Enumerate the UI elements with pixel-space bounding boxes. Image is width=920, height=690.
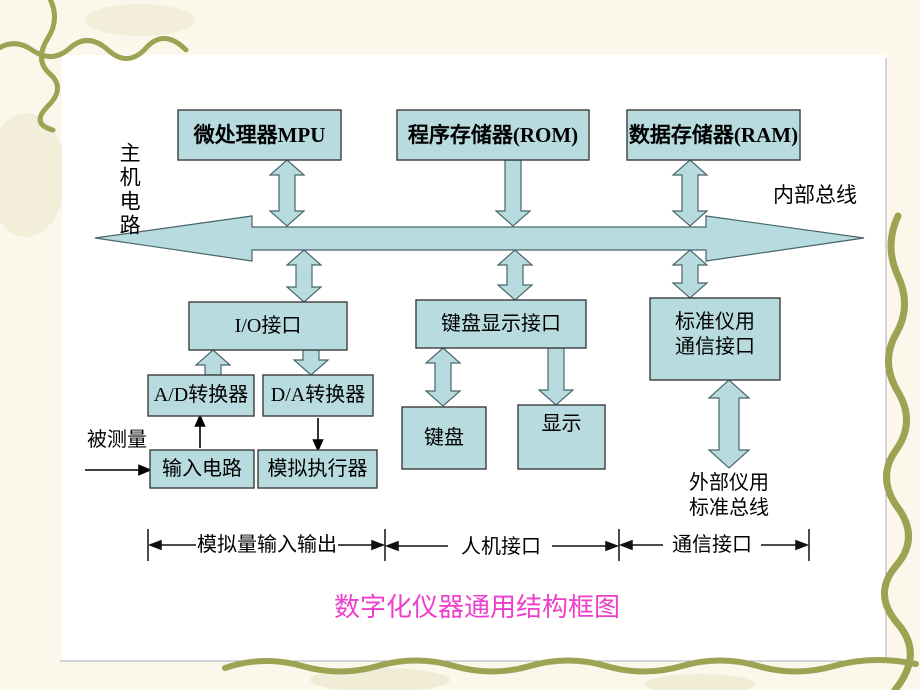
- rom-box: [396, 109, 590, 161]
- bracket-arrow-left-1: [147, 539, 162, 551]
- mpu-bus-double-arrow: [268, 159, 306, 227]
- kbiface-display-down-arrow: [537, 347, 575, 406]
- diagram-boxes: [147, 109, 801, 489]
- connector-arrows: [194, 159, 751, 469]
- io-da-down-arrow: [292, 349, 330, 376]
- rom-box-label: 程序存储器(ROM): [407, 122, 579, 147]
- internal-bus-arrow: [94, 215, 865, 262]
- io-box: [188, 301, 348, 351]
- input-circuit-box: [149, 449, 255, 489]
- kbiface-keyboard-double-arrow: [424, 347, 462, 407]
- external-bus-label: 外部仪用 标准总线: [689, 472, 769, 519]
- da-converter-box: [262, 374, 374, 417]
- kb-display-iface-box: [415, 299, 587, 349]
- da-converter-label: D/A转换器: [270, 384, 366, 406]
- ram-bus-double-arrow: [671, 159, 709, 227]
- bus-double-arrow-shape: [94, 215, 865, 262]
- decor-blob: [645, 674, 755, 690]
- std-comm-iface-box: [649, 297, 781, 381]
- slide-title: 数字化仪器通用结构框图: [333, 592, 620, 622]
- bracket-arrow-right-2: [605, 540, 620, 552]
- section-comm-label: 通信接口: [672, 533, 752, 556]
- bracket-arrow-left-2: [384, 540, 399, 552]
- measured-quantity-arrow-head: [138, 464, 153, 476]
- thin-arrows: [85, 414, 324, 476]
- ram-box-label: 数据存储器(RAM): [628, 122, 799, 147]
- kb-display-iface-label: 键盘显示接口: [441, 312, 561, 335]
- bottom-horizontal-vine: [222, 657, 919, 675]
- input-to-ad-arrow-head: [194, 414, 206, 427]
- io-box-label: I/O接口: [234, 314, 302, 337]
- section-hmi-label: 人机接口: [461, 535, 541, 558]
- display-box-label: 显示: [541, 412, 582, 435]
- bracket-arrow-right-1: [371, 539, 386, 551]
- decor-blob: [0, 113, 66, 237]
- internal-bus-label: 内部总线: [773, 182, 857, 207]
- ad-converter-box: [147, 374, 255, 417]
- top-left-horizontal-vine: [0, 36, 189, 61]
- section-brackets: [147, 529, 810, 561]
- analog-actuator-label: 模拟执行器: [267, 457, 368, 480]
- keyboard-box-label: 键盘: [424, 426, 464, 449]
- rom-bus-down-arrow: [494, 159, 532, 227]
- section-analog-io-label: 模拟量输入输出: [197, 533, 337, 556]
- top-left-vertical-vine: [37, 0, 60, 133]
- host-circuit-label: 主机电路: [117, 142, 142, 238]
- mpu-box: [177, 109, 342, 161]
- std-comm-iface-label: 标准仪用 通信接口: [675, 311, 755, 358]
- bracket-arrow-right-3: [795, 539, 810, 551]
- ad-converter-label: A/D转换器: [153, 384, 249, 406]
- decor-blob: [85, 4, 195, 36]
- da-to-actuator-arrow-head: [312, 439, 324, 452]
- display-box: [517, 404, 606, 470]
- analog-actuator-box: [257, 449, 378, 489]
- stdiface-external-double-arrow: [707, 379, 751, 469]
- input-circuit-label: 输入电路: [162, 457, 242, 480]
- mpu-box-label: 微处理器MPU: [193, 122, 326, 147]
- measured-quantity-label: 被测量: [87, 428, 147, 451]
- keyboard-box: [401, 406, 487, 470]
- ram-box: [626, 109, 801, 161]
- bracket-arrow-left-3: [618, 539, 633, 551]
- right-vertical-vine: [881, 212, 914, 690]
